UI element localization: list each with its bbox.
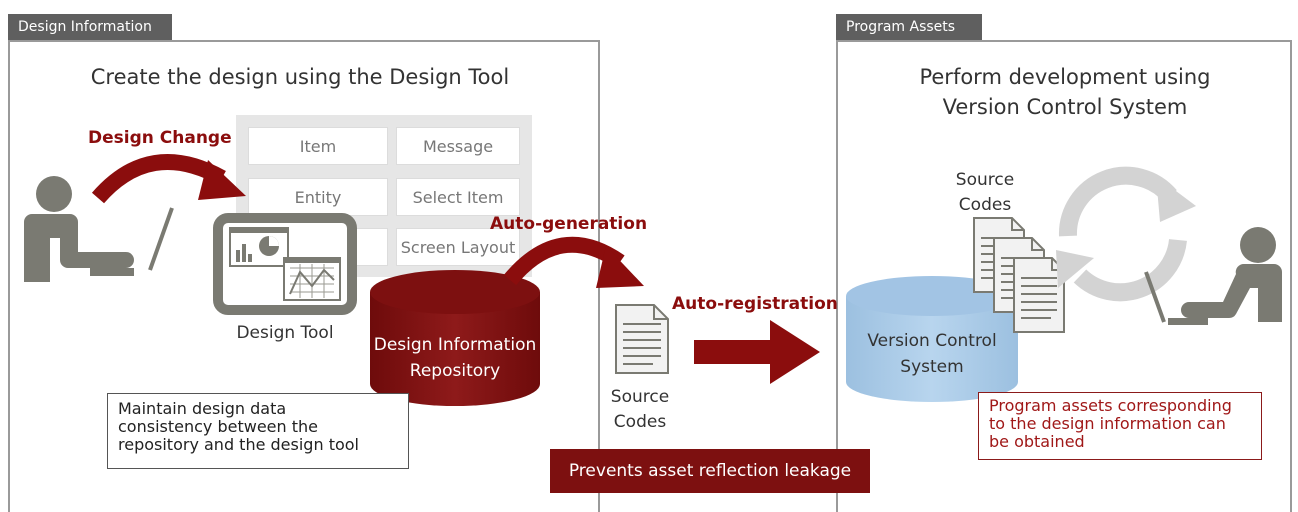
grid-item-screen-layout: Screen Layout: [396, 228, 520, 266]
program-assets-tab: Program Assets: [836, 14, 982, 40]
program-assets-note: Program assets corresponding to the desi…: [978, 392, 1262, 460]
program-assets-note-line3: be obtained: [989, 432, 1085, 451]
middle-source-label-line1: Source: [610, 387, 670, 407]
right-source-label-line1: Source: [955, 170, 1015, 190]
design-change-arrow: [91, 154, 246, 204]
consistency-note-line3: repository and the design tool: [118, 435, 359, 454]
designer-person-icon: [24, 176, 174, 282]
grid-item-item: Item: [248, 127, 388, 165]
source-codes-stack-icon: [973, 217, 1065, 333]
auto-registration-arrow: [694, 320, 820, 384]
repository-label-line1: Design Information: [373, 335, 537, 355]
grid-item-entity: Entity: [248, 178, 388, 216]
design-tool-icon: [213, 213, 357, 315]
consistency-note-line2: consistency between the: [118, 417, 318, 436]
design-change-label: Design Change: [88, 128, 232, 148]
grid-item-select-item: Select Item: [396, 178, 520, 216]
prevents-leakage-banner: Prevents asset reflection leakage: [550, 449, 870, 493]
consistency-note: Maintain design data consistency between…: [107, 393, 409, 469]
right-panel-title-line2: Version Control System: [942, 95, 1188, 119]
auto-registration-label: Auto-registration: [672, 294, 838, 314]
cycle-arrowheads: [1056, 176, 1196, 288]
repository-cylinder-icon: [370, 270, 540, 406]
vcs-label-line1: Version Control: [867, 331, 997, 351]
grid-item-message: Message: [396, 127, 520, 165]
left-panel-title: Create the design using the Design Tool: [90, 65, 510, 89]
vcs-label-line2: System: [900, 357, 964, 377]
program-assets-panel: [836, 40, 1292, 512]
design-information-tab: Design Information: [8, 14, 172, 40]
right-source-label-line2: Codes: [958, 195, 1012, 215]
auto-generation-label: Auto-generation: [490, 214, 648, 234]
design-tool-label: Design Tool: [236, 323, 334, 343]
program-assets-note-line2: to the design information can: [989, 414, 1226, 433]
program-assets-note-line1: Program assets corresponding: [989, 396, 1232, 415]
source-code-document-icon: [615, 304, 669, 374]
auto-generation-arrow: [503, 236, 644, 288]
middle-source-label-line2: Codes: [613, 412, 667, 432]
developer-person-icon: [1144, 227, 1282, 325]
right-panel-title-line1: Perform development using: [919, 65, 1211, 89]
repository-label-line2: Repository: [409, 361, 501, 381]
cycle-arrows-icon: [1058, 166, 1187, 302]
consistency-note-line1: Maintain design data: [118, 399, 287, 418]
